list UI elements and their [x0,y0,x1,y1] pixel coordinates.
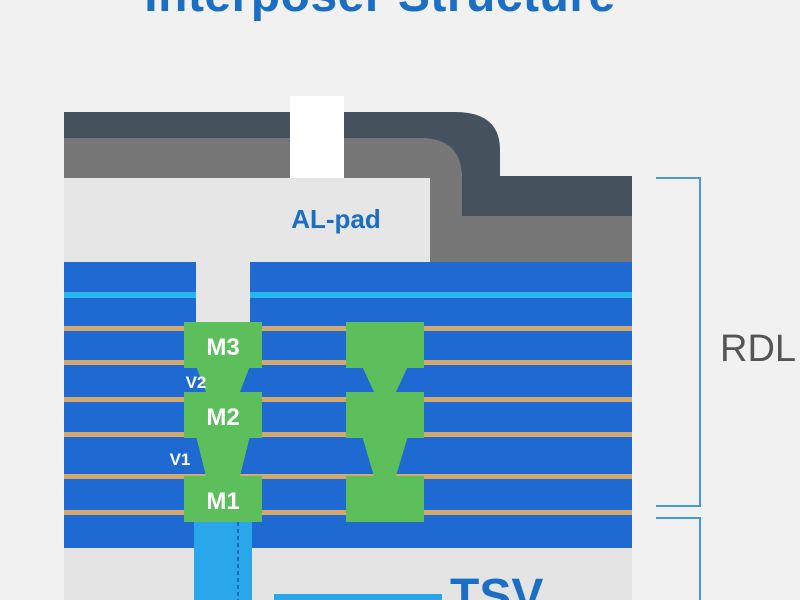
m1-label: M1 [206,488,239,515]
al-pad-label: AL-pad [291,204,381,234]
metal-stack-left [184,322,262,522]
diagram-title: Interposer Structure [0,0,760,23]
metal-m3-right [346,322,424,368]
tsv-column [194,522,252,600]
m2-label: M2 [206,404,239,431]
v1-label: V1 [170,450,191,469]
silicon-substrate [64,548,632,600]
rdl-label: RDL [720,328,796,370]
al-pad-block [64,178,430,262]
metal-m2-right [346,392,424,438]
via-v2-right [362,366,408,392]
m3-label: M3 [206,334,239,361]
metal-m2-left [184,392,262,438]
passivation-mid-layer [64,138,632,262]
tsv-bracket [656,517,701,600]
pad-via-opening [196,262,250,324]
metal-m1-left [184,476,262,522]
etch-stop-line [64,292,632,298]
via-v1-left [196,436,250,476]
rdl-bracket [656,177,701,507]
v2-label: V2 [186,373,207,392]
via-v2-left [196,366,250,392]
metal-stack-right [346,322,424,522]
via-v1-right [362,436,408,476]
pad-opening [290,96,344,178]
metal-m1-right [346,476,424,522]
tsv-label: TSV [450,570,543,600]
metal-m3-left [184,322,262,368]
tsv-side-mark [274,594,442,600]
